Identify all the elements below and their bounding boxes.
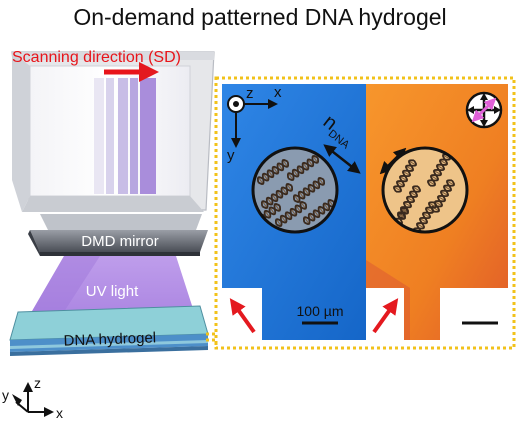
dna-helix-right [427,153,451,187]
dna-helix-right [431,179,455,213]
axis-3d-x-label: x [56,405,63,421]
scan-direction-label: Scanning direction (SD) [12,49,181,66]
figure-title: On-demand patterned DNA hydrogel [73,4,447,30]
axis-micro-y-label: y [227,147,235,164]
axes-3d [12,382,54,417]
axes-micro [227,95,278,148]
dna-helix-left [292,177,326,203]
stripe-pattern [94,78,156,194]
dna-helix-left [274,201,308,227]
axis-micro-x-label: x [274,84,282,101]
axis-3d-z-label: z [34,375,41,391]
dna-circle-right [381,146,469,234]
dna-helix-left [286,155,320,181]
ndna-arrow [323,144,361,174]
hydrogel-slab [9,305,209,356]
scalebar-label: 100 µm [297,303,344,319]
red-arrow-left [229,298,256,334]
dmd-mirror [28,214,208,256]
axis-micro-z-label: z [246,85,254,102]
axis-3d-y-label: y [2,387,9,403]
hydrogel-label: DNA hydrogel [63,329,156,349]
uv-light-label: UV light [86,283,139,300]
dna-helix-right [393,159,417,193]
red-arrow-right [372,298,399,334]
dna-helix-left [302,199,336,225]
dna-circle-left [251,146,339,234]
dna-helix-left [256,159,290,185]
dmd-mirror-label: DMD mirror [81,233,158,250]
micrograph-frame [214,76,516,350]
polarizer-icon [465,91,503,129]
uv-light-beam [28,256,196,318]
dna-helix-left [260,183,294,209]
